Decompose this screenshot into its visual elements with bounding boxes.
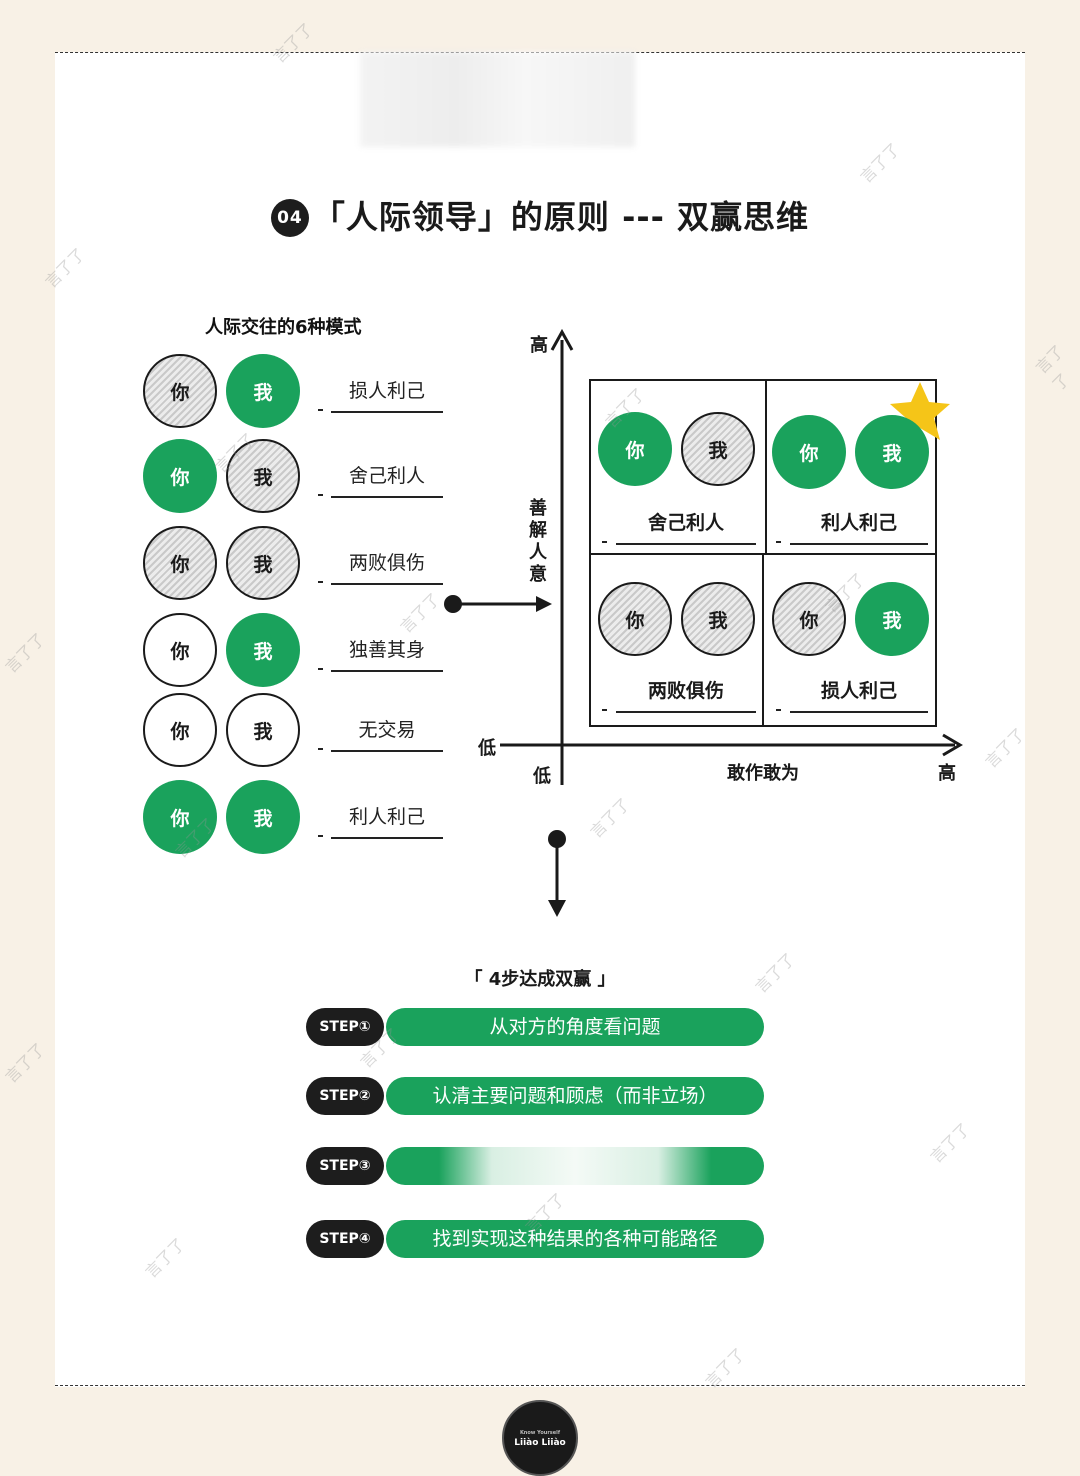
me-circle: 我 (226, 780, 300, 854)
mode-label: 利人利己 (331, 802, 443, 839)
you-circle: 你 (143, 613, 217, 687)
you-circle: 你 (143, 526, 217, 600)
quadrant-label: 利人利己 (790, 508, 928, 545)
brand-logo: Know Yourself Liiào Liiào (502, 1400, 578, 1476)
step-text-bar: 从对方的角度看问题 (386, 1008, 764, 1046)
section-number-badge: 04 (270, 199, 309, 237)
quadrant-underline-tick (602, 709, 607, 711)
step-text-bar (386, 1147, 764, 1185)
step-badge: STEP① (306, 1008, 384, 1046)
mode-label: 舍己利人 (331, 461, 443, 498)
y-axis-low-label: 低 (533, 766, 551, 787)
x-axis-title: 敢作敢为 (727, 763, 799, 784)
y-axis-high-label: 高 (530, 335, 548, 356)
label-underline-tick (318, 835, 323, 837)
step-badge: STEP③ (306, 1147, 384, 1185)
watermark-text: 言了了 (1, 1039, 49, 1087)
quadrant-underline-tick (602, 541, 607, 543)
mode-label: 无交易 (331, 715, 443, 752)
page-title-text: 「人际领导」的原则 --- 双赢思维 (312, 198, 810, 236)
step-text-bar: 认清主要问题和顾虑（而非立场） (386, 1077, 764, 1115)
quadrant-label: 舍己利人 (616, 508, 756, 545)
blurred-header-area (360, 52, 635, 147)
me-circle: 我 (226, 693, 300, 767)
quadrant-you-circle: 你 (598, 412, 672, 486)
quadrant-underline-tick (776, 709, 781, 711)
step-badge: STEP② (306, 1077, 384, 1115)
quadrant-you-circle: 你 (772, 415, 846, 489)
me-circle: 我 (226, 526, 300, 600)
quadrant-me-circle: 我 (681, 582, 755, 656)
steps-title: 「 4步达成双赢 」 (464, 969, 616, 990)
label-underline-tick (318, 409, 323, 411)
bottom-dashed-divider (55, 1385, 1025, 1386)
step-badge: STEP④ (306, 1220, 384, 1258)
quadrant-you-circle: 你 (598, 582, 672, 656)
me-circle: 我 (226, 354, 300, 428)
step-text-bar: 找到实现这种结果的各种可能路径 (386, 1220, 764, 1258)
you-circle: 你 (143, 693, 217, 767)
x-axis-high-label: 高 (938, 763, 956, 784)
me-circle: 我 (226, 439, 300, 513)
mode-label: 两败俱伤 (331, 548, 443, 585)
label-underline-tick (318, 494, 323, 496)
watermark-text: 言了了 (1, 629, 49, 677)
quadrant-me-circle: 我 (855, 582, 929, 656)
me-circle: 我 (226, 613, 300, 687)
quadrant-label: 损人利己 (790, 676, 928, 713)
quadrant-you-circle: 你 (772, 582, 846, 656)
quadrant-me-circle: 我 (681, 412, 755, 486)
y-axis-title: 善解人意 (529, 498, 547, 585)
you-circle: 你 (143, 780, 217, 854)
watermark-text: 言了了 (1031, 341, 1074, 395)
you-circle: 你 (143, 354, 217, 428)
quadrant-label: 两败俱伤 (616, 676, 756, 713)
page-title: 04「人际领导」的原则 --- 双赢思维 (0, 192, 1080, 238)
quadrant-underline-tick (776, 541, 781, 543)
mode-label: 损人利己 (331, 376, 443, 413)
you-circle: 你 (143, 439, 217, 513)
x-axis-low-label: 低 (478, 738, 496, 759)
modes-title: 人际交往的6种模式 (205, 317, 362, 338)
label-underline-tick (318, 748, 323, 750)
label-underline-tick (318, 581, 323, 583)
mode-label: 独善其身 (331, 635, 443, 672)
label-underline-tick (318, 668, 323, 670)
quadrant-me-circle: 我 (855, 415, 929, 489)
